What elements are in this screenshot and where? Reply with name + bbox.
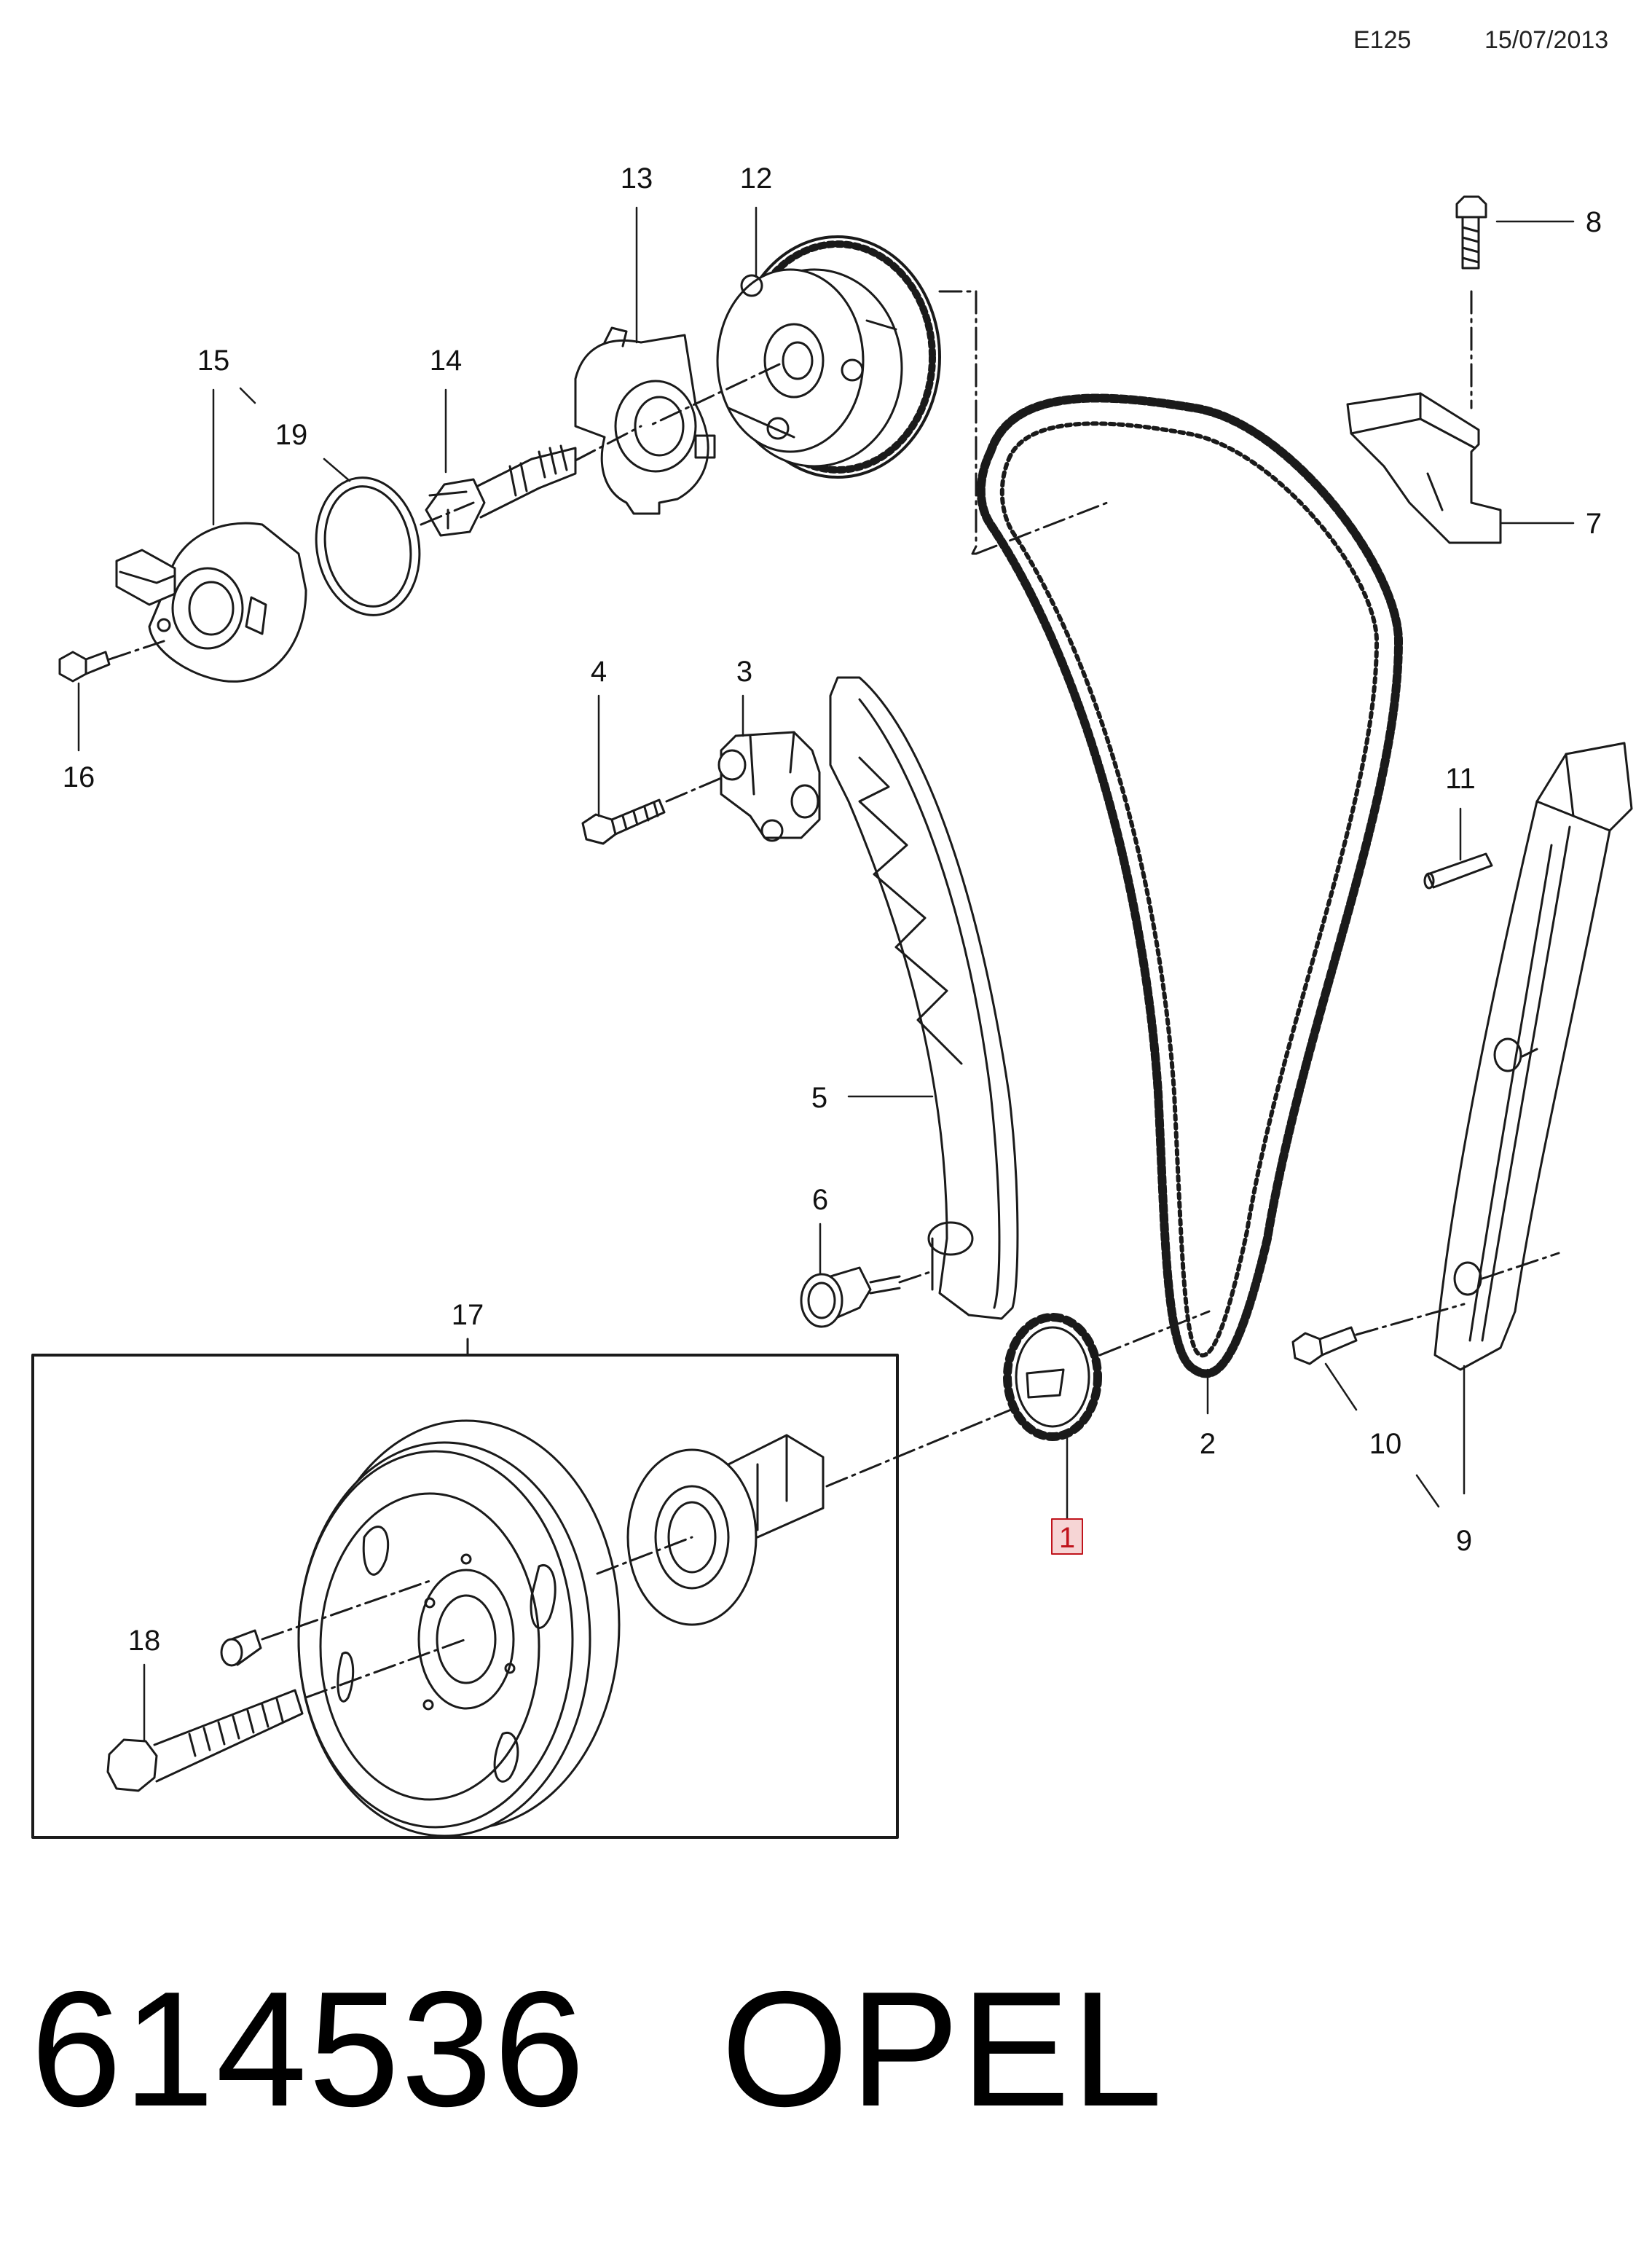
- damper-small-bolt[interactable]: [220, 1579, 431, 1667]
- damper-assembly-frame: [31, 1354, 899, 1839]
- pulley-bolt[interactable]: [106, 1638, 468, 1792]
- oil-control-valve[interactable]: [425, 425, 642, 537]
- tensioner-rail-pivot-bolt[interactable]: [800, 1266, 934, 1328]
- solenoid-bolt[interactable]: [58, 640, 165, 683]
- callout-18[interactable]: 18: [128, 1625, 161, 1657]
- leader-lines: [77, 206, 1575, 1743]
- diagram-code: E125: [1353, 26, 1412, 54]
- part-number: 614536: [31, 1957, 586, 2140]
- callout-10[interactable]: 10: [1369, 1428, 1402, 1460]
- timing-chain[interactable]: [976, 393, 1403, 1378]
- guide-bolt-lower[interactable]: [1291, 1303, 1466, 1365]
- callout-19[interactable]: 19: [275, 419, 308, 451]
- callout-13[interactable]: 13: [621, 162, 653, 195]
- tensioner-rail[interactable]: [829, 676, 1019, 1320]
- guide-pin[interactable]: [1423, 852, 1493, 890]
- callout-8[interactable]: 8: [1586, 206, 1602, 238]
- diagram-date: 15/07/2013: [1484, 26, 1609, 54]
- callout-2[interactable]: 2: [1200, 1428, 1216, 1460]
- chain-tensioner[interactable]: [717, 731, 821, 842]
- upper-chain-guide[interactable]: [1346, 392, 1502, 544]
- o-ring-seal[interactable]: [306, 469, 475, 623]
- callout-3[interactable]: 3: [736, 656, 752, 688]
- highlight-box-part-1: [1051, 1518, 1083, 1555]
- callout-6[interactable]: 6: [812, 1184, 828, 1216]
- chain-guide-bolt-top[interactable]: [1455, 195, 1487, 409]
- crankshaft-sprocket[interactable]: [1003, 1310, 1211, 1441]
- fixed-chain-guide[interactable]: [1433, 742, 1633, 1371]
- callout-7[interactable]: 7: [1586, 508, 1602, 540]
- callout-15[interactable]: 15: [197, 345, 230, 377]
- tensioner-bolt[interactable]: [581, 777, 723, 845]
- callout-1[interactable]: 1: [1059, 1522, 1075, 1554]
- exploded-parts-diagram: 13 12 14 15 19 16 8 7 3 4 11 5 6 17 2 10…: [31, 162, 1633, 1839]
- callout-11[interactable]: 11: [1445, 763, 1476, 795]
- camshaft-solenoid-housing[interactable]: [115, 522, 307, 683]
- callout-4[interactable]: 4: [591, 656, 607, 688]
- callout-9[interactable]: 9: [1456, 1525, 1472, 1557]
- phaser-cover-plate[interactable]: [574, 326, 781, 515]
- callout-12[interactable]: 12: [740, 162, 773, 195]
- camshaft-phaser-sprocket[interactable]: [716, 235, 941, 479]
- crankshaft-pulley[interactable]: [297, 1419, 693, 1837]
- callout-14[interactable]: 14: [430, 345, 463, 377]
- callout-17[interactable]: 17: [452, 1299, 484, 1331]
- brand-name: OPEL: [720, 1957, 1165, 2140]
- crankshaft-hub[interactable]: [626, 1405, 1021, 1626]
- callout-16[interactable]: 16: [63, 761, 95, 793]
- callout-5[interactable]: 5: [811, 1082, 827, 1114]
